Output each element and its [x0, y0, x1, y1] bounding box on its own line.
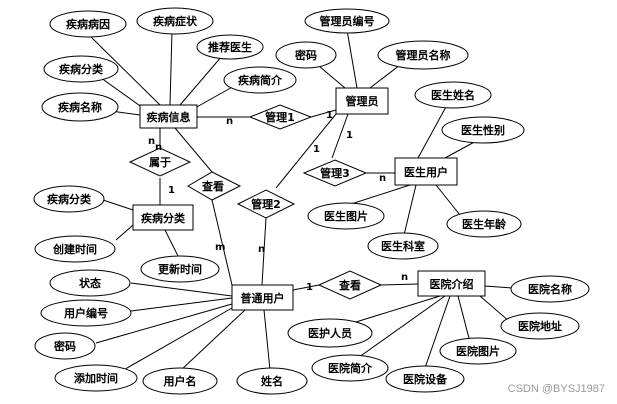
- attribute-admin-name: 管理员名称: [377, 40, 469, 70]
- entity-admin: 管理员: [335, 87, 389, 115]
- relationship-view-disease: 查看: [187, 171, 242, 201]
- attribute-disease-cause: 疾病病因: [49, 10, 127, 38]
- svg-text:状态: 状态: [79, 276, 101, 290]
- cardinality-label: 1: [346, 130, 353, 141]
- cardinality-labels: n 1 1 1 n n n 1 m n 1 n: [148, 110, 408, 293]
- attribute-hospital-address: 医院地址: [500, 312, 580, 340]
- svg-text:推荐医生: 推荐医生: [208, 40, 252, 54]
- cardinality-label: m: [215, 242, 225, 253]
- attribute-doctor-photo: 医生图片: [307, 202, 385, 230]
- svg-text:医护人员: 医护人员: [308, 326, 352, 340]
- attribute-user-password: 密码: [34, 332, 96, 360]
- entity-disease-info: 疾病信息: [139, 104, 198, 129]
- svg-text:管理员: 管理员: [346, 94, 379, 108]
- cardinality-label: n: [401, 272, 408, 283]
- cardinality-label: n: [155, 142, 162, 153]
- svg-text:密码: 密码: [54, 339, 76, 353]
- relationship-view-hospital: 查看: [317, 270, 383, 300]
- attribute-hospital-photo: 医院图片: [439, 337, 517, 365]
- svg-text:管理1: 管理1: [265, 110, 295, 124]
- svg-text:医生科室: 医生科室: [381, 239, 425, 253]
- attribute-username: 用户名: [142, 367, 218, 395]
- svg-text:医院地址: 医院地址: [518, 319, 562, 333]
- cardinality-label: 1: [326, 110, 333, 121]
- attribute-admin-password: 密码: [275, 41, 337, 69]
- entity-hospital-intro: 医院介绍: [417, 270, 486, 297]
- attribute-doctor-dept: 医生科室: [367, 232, 439, 260]
- cardinality-label: 1: [306, 282, 313, 293]
- entity-regular-user: 普通用户: [231, 284, 294, 311]
- svg-text:更新时间: 更新时间: [158, 262, 202, 276]
- svg-text:医生性别: 医生性别: [461, 123, 505, 137]
- watermark-text: CSDN @BYSJ1987: [508, 383, 605, 395]
- attribute-category-disease-category: 疾病分类: [33, 185, 105, 213]
- relationship-belongs-to: 属于: [128, 147, 192, 177]
- cardinality-label: n: [226, 116, 233, 127]
- relationship-manage1: 管理1: [248, 104, 313, 130]
- svg-text:疾病信息: 疾病信息: [147, 110, 191, 124]
- cardinality-label: n: [148, 136, 155, 147]
- attribute-disease-symptom: 疾病症状: [136, 7, 214, 35]
- attribute-full-name: 姓名: [236, 367, 308, 395]
- svg-text:医生年龄: 医生年龄: [462, 217, 507, 231]
- svg-text:查看: 查看: [202, 179, 224, 193]
- svg-text:疾病分类: 疾病分类: [141, 211, 186, 225]
- svg-text:疾病分类: 疾病分类: [47, 192, 92, 206]
- attribute-doctor-gender: 医生性别: [441, 116, 525, 144]
- attribute-doctor-name: 医生姓名: [414, 81, 492, 109]
- attribute-hospital-name: 医院名称: [510, 275, 590, 303]
- cardinality-label: 1: [313, 144, 320, 155]
- svg-text:医院名称: 医院名称: [528, 282, 572, 296]
- svg-text:管理员编号: 管理员编号: [320, 14, 375, 28]
- attribute-admin-no: 管理员编号: [304, 8, 390, 34]
- attribute-hospital-intro: 医院简介: [311, 354, 389, 382]
- svg-text:疾病病因: 疾病病因: [66, 17, 110, 31]
- attribute-medical-staff: 医护人员: [287, 318, 373, 348]
- svg-text:用户编号: 用户编号: [64, 306, 108, 320]
- attribute-hospital-equipment: 医院设备: [385, 365, 465, 393]
- svg-text:疾病症状: 疾病症状: [153, 14, 198, 28]
- svg-text:医院介绍: 医院介绍: [430, 277, 474, 291]
- svg-text:姓名: 姓名: [261, 374, 283, 388]
- entity-doctor-user: 医生用户: [394, 157, 458, 186]
- attribute-recommended-doctor: 推荐医生: [196, 34, 264, 60]
- attribute-added-time: 添加时间: [54, 364, 138, 392]
- svg-text:医院图片: 医院图片: [456, 344, 500, 358]
- svg-text:医生姓名: 医生姓名: [431, 88, 475, 102]
- svg-text:创建时间: 创建时间: [52, 242, 97, 256]
- svg-text:疾病名称: 疾病名称: [58, 100, 102, 114]
- connector-lines: [81, 29, 513, 373]
- attribute-user-no: 用户编号: [40, 299, 132, 327]
- attribute-disease-intro: 疾病简介: [223, 66, 297, 94]
- attribute-disease-name: 疾病名称: [41, 92, 119, 122]
- svg-text:医院设备: 医院设备: [403, 372, 448, 386]
- svg-text:医生用户: 医生用户: [404, 165, 448, 179]
- svg-text:管理2: 管理2: [251, 197, 281, 211]
- svg-text:普通用户: 普通用户: [241, 291, 285, 305]
- attribute-status: 状态: [49, 269, 131, 297]
- attribute-updated-time: 更新时间: [140, 255, 220, 283]
- cardinality-label: n: [379, 173, 386, 184]
- attribute-doctor-age: 医生年龄: [446, 210, 522, 238]
- svg-text:医院简介: 医院简介: [328, 361, 373, 375]
- attribute-disease-category: 疾病分类: [43, 55, 119, 83]
- svg-text:添加时间: 添加时间: [74, 371, 118, 385]
- svg-text:属于: 属于: [149, 156, 171, 169]
- svg-text:医生图片: 医生图片: [324, 209, 368, 223]
- entity-disease-category: 疾病分类: [132, 204, 194, 231]
- cardinality-label: 1: [168, 185, 175, 196]
- svg-text:管理员名称: 管理员名称: [396, 48, 451, 62]
- relationship-manage3: 管理3: [302, 159, 368, 187]
- relationship-manage2: 管理2: [236, 189, 296, 219]
- svg-text:疾病简介: 疾病简介: [238, 73, 283, 87]
- svg-text:疾病分类: 疾病分类: [59, 62, 104, 76]
- svg-text:用户名: 用户名: [164, 374, 197, 388]
- svg-text:密码: 密码: [295, 48, 317, 62]
- svg-text:查看: 查看: [339, 278, 361, 292]
- cardinality-label: n: [258, 244, 265, 255]
- svg-text:管理3: 管理3: [320, 166, 350, 180]
- attribute-created-time: 创建时间: [34, 235, 116, 263]
